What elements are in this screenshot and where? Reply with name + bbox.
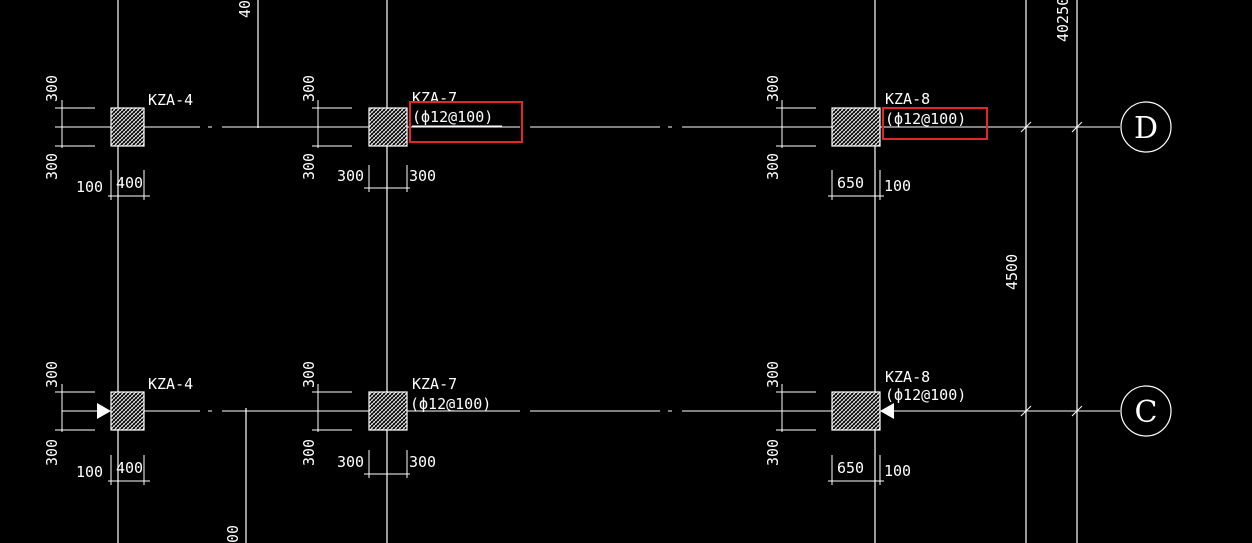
vertical-grid-lines: [117, 0, 1078, 543]
dim-right: 300: [409, 167, 436, 185]
column-kza7-d[interactable]: [368, 107, 408, 147]
dim-below: 300: [764, 153, 782, 180]
side-dim-ticks: [1020, 121, 1083, 417]
dim-below: 300: [43, 439, 61, 466]
dim-above: 300: [764, 75, 782, 102]
dim-left: 100: [76, 463, 103, 481]
column-label: KZA-4: [148, 375, 193, 393]
column-kza4-d[interactable]: [110, 107, 145, 147]
dim-right: 100: [884, 462, 911, 480]
rebar-spec: (ф12@100): [412, 108, 493, 126]
column-label: KZA-8: [885, 368, 930, 386]
rebar-spec: (ф12@100): [885, 110, 966, 128]
column-kza8-d[interactable]: [831, 107, 881, 147]
row-c: KZA-4 300 300 100 400 KZA-7 (ф12@100) 30…: [43, 361, 1172, 485]
column-label: KZA-7: [412, 89, 457, 107]
dim-right: 300: [409, 453, 436, 471]
axis-label-d: D: [1134, 111, 1158, 146]
rebar-spec: (ф12@100): [410, 395, 491, 413]
highlight-box: [409, 101, 523, 143]
dim-left: 300: [337, 167, 364, 185]
column-kza4-c[interactable]: [110, 391, 145, 431]
dim-below: 300: [764, 439, 782, 466]
dim-above: 300: [764, 361, 782, 388]
dim-below: 300: [300, 153, 318, 180]
column-kza7-c[interactable]: [368, 391, 408, 431]
bottom-partial-dim: 00: [224, 525, 242, 543]
column-label: KZA-7: [412, 375, 457, 393]
arrow-marker: [880, 403, 894, 419]
column-kza8-c[interactable]: [831, 391, 881, 431]
side-span-dim: 4500: [1003, 254, 1021, 290]
axis-bubble-c[interactable]: [1120, 385, 1172, 437]
dim-below: 300: [300, 439, 318, 466]
dim-right: 100: [884, 177, 911, 195]
top-dim-right-partial: 40250: [1054, 0, 1072, 42]
column-label: KZA-8: [885, 90, 930, 108]
dim-right: 400: [116, 459, 143, 477]
column-label: KZA-4: [148, 91, 193, 109]
dim-left: 100: [76, 178, 103, 196]
dim-above: 300: [43, 361, 61, 388]
highlight-box: [882, 107, 988, 140]
top-dim-left-partial: 40: [236, 0, 254, 18]
dim-left: 300: [337, 453, 364, 471]
dim-below: 300: [43, 153, 61, 180]
dim-above: 300: [43, 75, 61, 102]
axis-bubble-d[interactable]: [1120, 101, 1172, 153]
dim-left: 650: [837, 174, 864, 192]
arrow-marker: [97, 403, 111, 419]
dim-above: 300: [300, 75, 318, 102]
rebar-spec: (ф12@100): [885, 386, 966, 404]
axis-label-c: C: [1135, 395, 1158, 430]
dim-right: 400: [116, 174, 143, 192]
row-d: KZA-4 300 300 100 400 KZA-7 (ф12@100) 30…: [43, 75, 1172, 200]
dim-left: 650: [837, 459, 864, 477]
dim-above: 300: [300, 361, 318, 388]
